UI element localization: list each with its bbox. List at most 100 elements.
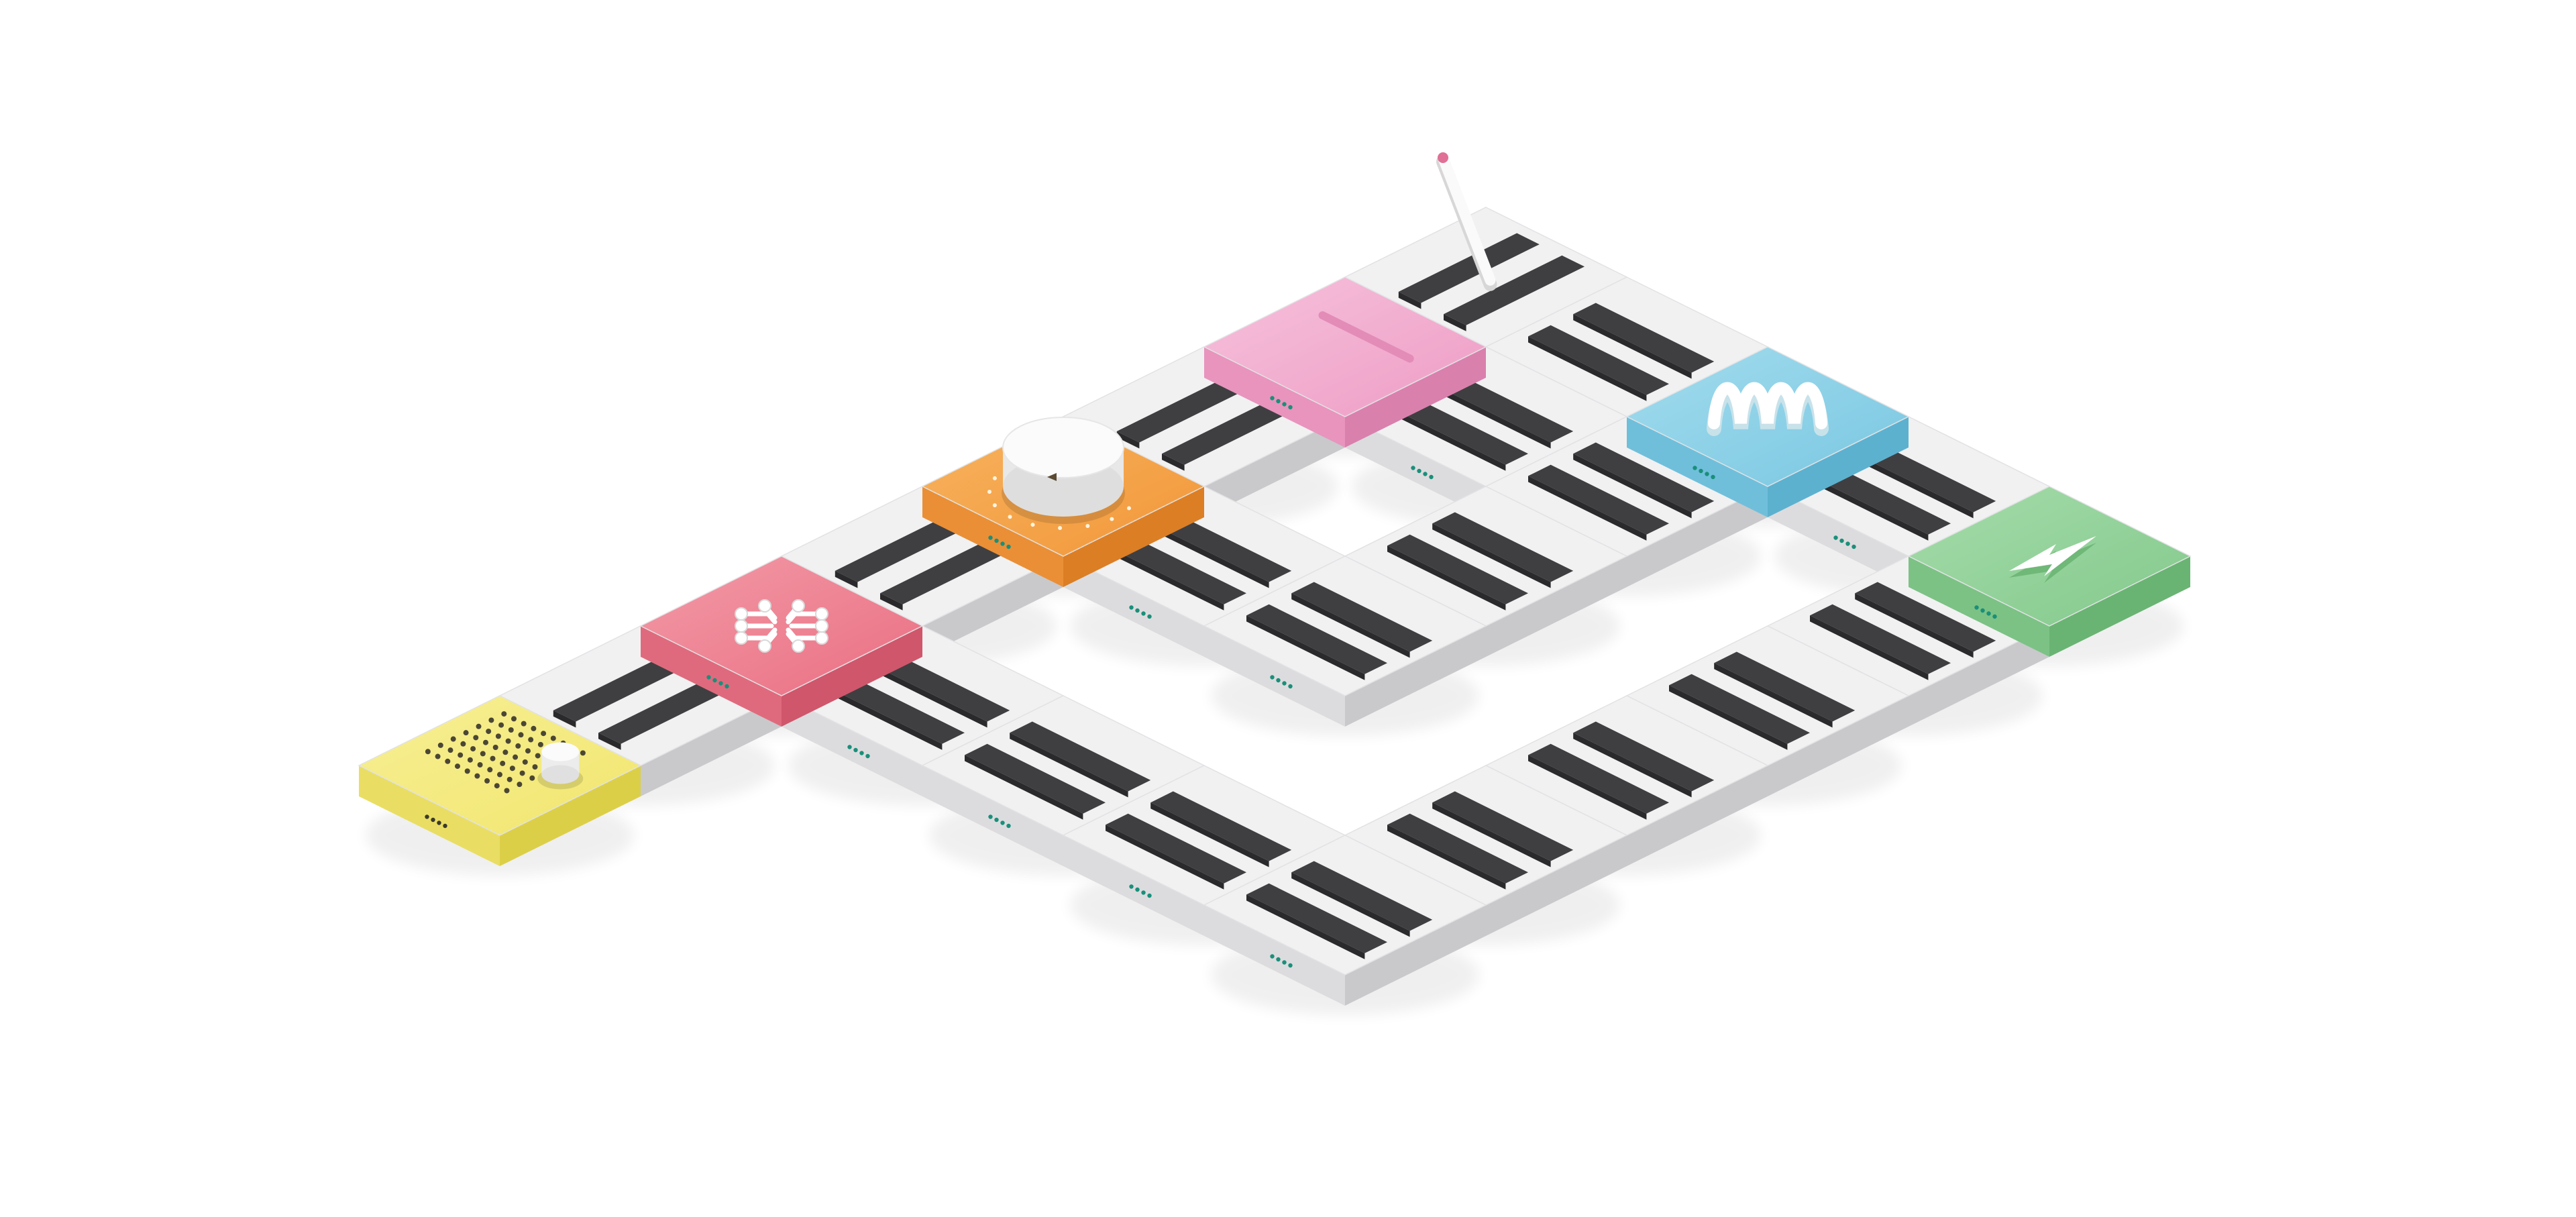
speaker-hole (460, 741, 466, 747)
tile-side-right (641, 696, 782, 796)
speaker-hole (498, 722, 504, 728)
tile-side-right (1627, 486, 1768, 587)
speaker-hole (532, 764, 538, 770)
rail-edge (1432, 802, 1551, 867)
module-parts (425, 152, 2096, 794)
rail-pad (1432, 791, 1574, 861)
rail-edge (1106, 825, 1224, 890)
dial-tick (987, 490, 991, 494)
rail-edge (1387, 825, 1506, 890)
rail-edge (1855, 593, 1974, 658)
chip-trace (739, 611, 777, 625)
speaker-hole (486, 729, 492, 735)
led-dot (1845, 541, 1850, 546)
tile-side-left (359, 765, 500, 866)
tile-side-right (1345, 347, 1486, 447)
rail-pad (1810, 464, 1951, 535)
chip-trace (739, 627, 777, 641)
rail-edge (880, 593, 903, 611)
rail-edge (1291, 872, 1410, 937)
tile-side-left (1063, 556, 1204, 657)
led-dot (859, 751, 864, 755)
rail-edge (1246, 615, 1365, 680)
speaker-hole (484, 778, 490, 784)
speaker-grille-icon (425, 711, 586, 794)
rail-pad (1432, 372, 1574, 443)
tile-side-right (1204, 417, 1345, 517)
chip-pin (735, 631, 748, 645)
speaker-hole (470, 746, 476, 752)
rail-edge (1116, 431, 1140, 449)
rail-edge (598, 733, 621, 750)
rail-pad (835, 512, 976, 582)
rail-pad (1432, 512, 1574, 582)
dial-top (1002, 417, 1124, 478)
speaker-hole (505, 738, 511, 744)
rail-edge (1528, 476, 1647, 541)
knob-top (541, 742, 580, 761)
tile-side-left (782, 696, 922, 796)
rail-edge (1714, 663, 1833, 728)
rail-edge (1387, 545, 1506, 611)
wave-coil-icon (1707, 382, 1829, 436)
led-dot (1423, 472, 1428, 476)
rail-edge (1398, 291, 1421, 309)
rail-pad (1246, 883, 1387, 953)
led-dot (1705, 472, 1709, 476)
tile-side-right (1345, 626, 1486, 727)
speaker-hole (537, 741, 543, 747)
led-dot (1833, 535, 1838, 540)
tile-side-left (1204, 347, 1345, 447)
chip-pin (758, 639, 771, 653)
tile-side-right (2049, 556, 2190, 657)
speaker-hole (435, 753, 441, 759)
speaker-hole (504, 788, 510, 794)
dial-tick (992, 503, 997, 508)
slider-tip (1438, 152, 1448, 163)
led-dot (988, 535, 993, 540)
led-dot (1711, 474, 1715, 480)
slider-handle (1438, 152, 1496, 286)
led-dot (724, 684, 729, 689)
yellow-module-tile (358, 695, 642, 866)
rail-edge (1150, 523, 1269, 588)
tile-side-right (1345, 905, 1486, 1006)
speaker-hole (528, 737, 534, 743)
speaker-hole (508, 727, 514, 733)
rail-pad (1528, 743, 1669, 814)
tile-top (1203, 835, 1487, 975)
chip-pin (815, 607, 828, 621)
chip-pin (735, 607, 748, 621)
rail-pad (1116, 372, 1258, 443)
tile-top (639, 555, 924, 696)
speaker-hole (495, 733, 501, 739)
tile-side-right (1486, 835, 1627, 936)
rail-pad (965, 743, 1106, 814)
rail-pad (1398, 233, 1540, 303)
rail-pad (1150, 791, 1292, 861)
speaker-hole (464, 768, 470, 774)
tile-top (1203, 555, 1487, 696)
rail-pad (1528, 325, 1669, 395)
tile-side-left (1627, 417, 1768, 517)
rail-edge (1246, 894, 1365, 959)
speaker-hole (483, 739, 488, 745)
rail-edge (1669, 685, 1788, 750)
tile-side-right (1627, 765, 1768, 866)
dial-tick (1085, 523, 1090, 528)
led-dot (431, 817, 435, 823)
rail-pad (1150, 512, 1292, 582)
speaker-hole (473, 735, 479, 741)
rail-edge (1291, 593, 1410, 658)
tile-side-left (641, 626, 782, 727)
rail-pad (1387, 813, 1528, 884)
speaker-hole (474, 773, 480, 779)
led-dot (1270, 396, 1275, 401)
led-dot (1006, 823, 1011, 829)
chip-pin (815, 619, 828, 633)
led-dot (1282, 402, 1287, 407)
dial-pointer (1047, 473, 1057, 481)
tile-side-right (1486, 556, 1627, 657)
speaker-hole (463, 730, 469, 736)
speaker-hole (455, 763, 460, 770)
